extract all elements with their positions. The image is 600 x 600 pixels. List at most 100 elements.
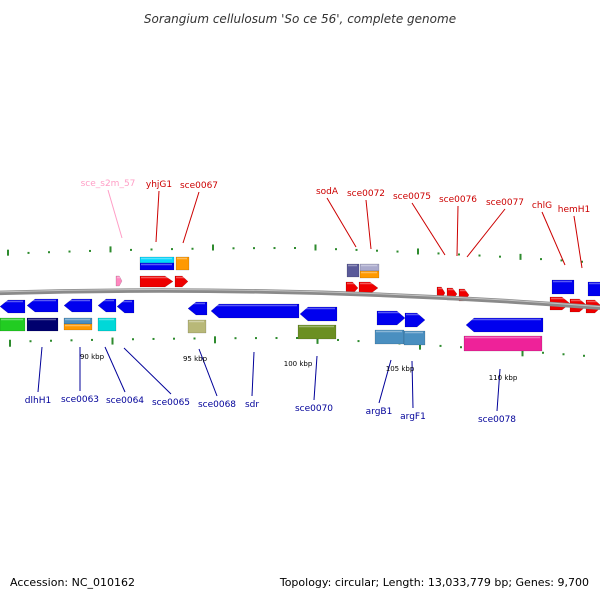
tick-row-bottom xyxy=(9,336,585,357)
tick-mark xyxy=(562,353,565,356)
connector-line xyxy=(411,360,414,409)
tick-row-top xyxy=(7,244,583,263)
gene-label-sce0077: sce0077 xyxy=(486,198,524,208)
scale-label-105kbp: 105 kbp xyxy=(386,365,415,373)
connector-line xyxy=(573,215,583,269)
tick-mark xyxy=(335,248,337,251)
tick-mark xyxy=(521,349,524,357)
scale-label-90kbp: 90 kbp xyxy=(80,353,105,361)
tick-mark xyxy=(583,354,585,357)
map-title: Sorangium cellulosum 'So ce 56', complet… xyxy=(144,12,456,26)
gene-arrow xyxy=(187,301,208,316)
tick-mark xyxy=(275,337,278,340)
tick-mark xyxy=(193,337,196,340)
gene-label-hemh1: hemH1 xyxy=(558,205,591,215)
tick-mark xyxy=(214,336,216,344)
label-connectors xyxy=(37,189,583,412)
gene-arrow xyxy=(210,303,300,319)
tick-mark xyxy=(376,249,378,252)
gene-label-argf1: argF1 xyxy=(400,412,426,422)
scale-label-95kbp: 95 kbp xyxy=(183,355,208,363)
gene-arrow xyxy=(26,317,59,332)
gene-arrow xyxy=(139,262,175,271)
gene-arrow xyxy=(465,317,544,333)
tick-mark xyxy=(253,247,255,250)
tick-mark xyxy=(234,337,237,340)
connector-line xyxy=(496,368,501,412)
tick-mark xyxy=(173,337,175,340)
tick-mark xyxy=(458,253,460,256)
tick-mark xyxy=(337,338,339,341)
gene-labels-bottom: dlhH1 sce0063 sce0064 sce0065 sce0068 sd… xyxy=(25,395,517,425)
gene-arrow xyxy=(346,263,360,278)
tick-mark xyxy=(27,251,30,254)
tick-mark xyxy=(152,337,155,340)
tick-mark xyxy=(91,338,93,341)
gene-label-sce0075: sce0075 xyxy=(393,192,431,202)
tick-mark xyxy=(255,337,257,340)
gene-arrow xyxy=(26,298,59,313)
gene-label-sce0063: sce0063 xyxy=(61,395,99,405)
tick-mark xyxy=(191,247,194,250)
tick-mark xyxy=(519,253,522,260)
connector-line xyxy=(466,208,506,258)
gene-arrow xyxy=(97,298,117,313)
gene-arrow xyxy=(463,335,543,352)
gene-arrow xyxy=(551,279,575,295)
tick-mark xyxy=(542,351,544,354)
tick-mark xyxy=(212,244,214,251)
gene-label-sce0070: sce0070 xyxy=(295,404,333,414)
gene-arrow xyxy=(139,275,174,288)
tick-mark xyxy=(48,251,50,254)
tick-mark xyxy=(50,339,52,342)
gene-label-sce0072: sce0072 xyxy=(347,189,385,199)
tick-mark xyxy=(540,258,542,261)
tick-mark xyxy=(132,338,134,341)
tick-mark xyxy=(460,346,462,349)
tick-mark xyxy=(296,337,298,340)
gene-label-sce0076: sce0076 xyxy=(439,195,477,205)
gene-arrow xyxy=(299,306,338,322)
gene-label-sce-s2m-57: sce_s2m_57 xyxy=(81,179,136,189)
connector-line xyxy=(104,346,126,393)
gene-arrow xyxy=(97,317,117,332)
gene-arrow xyxy=(297,324,337,340)
tick-mark xyxy=(7,249,9,256)
tick-mark xyxy=(111,337,114,345)
tick-mark xyxy=(437,252,440,255)
tick-mark xyxy=(89,249,91,252)
gene-label-sce0067: sce0067 xyxy=(180,181,218,191)
gene-arrow xyxy=(175,256,190,271)
tick-mark xyxy=(29,340,32,343)
tick-mark xyxy=(294,247,296,250)
gene-arrow xyxy=(63,323,93,331)
tick-mark xyxy=(396,250,399,253)
scale-label-110kbp: 110 kbp xyxy=(489,374,518,382)
tick-mark xyxy=(417,248,419,255)
connector-line xyxy=(155,190,160,243)
gene-label-sce0065: sce0065 xyxy=(152,398,190,408)
tick-mark xyxy=(130,248,132,251)
gene-arrow xyxy=(359,270,380,279)
tick-mark xyxy=(232,247,235,250)
tick-mark xyxy=(9,339,11,347)
reverse-strand-features xyxy=(0,298,544,352)
connector-line xyxy=(411,202,446,256)
gene-label-argb1: argB1 xyxy=(366,407,393,417)
connector-line xyxy=(313,355,318,401)
gene-arrow xyxy=(0,317,26,332)
gene-label-soda: sodA xyxy=(316,187,339,197)
gene-arrow xyxy=(174,275,189,288)
connector-line xyxy=(37,346,43,393)
connector-line xyxy=(182,191,200,244)
gene-label-sce0064: sce0064 xyxy=(106,396,144,406)
gene-arrow xyxy=(63,298,93,313)
scale-label-100kbp: 100 kbp xyxy=(284,360,313,368)
topology-text: Topology: circular; Length: 13,033,779 b… xyxy=(279,576,589,589)
tick-mark xyxy=(68,250,71,253)
connector-line xyxy=(251,351,255,397)
gene-label-yhjg1: yhjG1 xyxy=(146,180,172,190)
tick-mark xyxy=(314,244,317,251)
gene-arrow xyxy=(403,330,426,346)
